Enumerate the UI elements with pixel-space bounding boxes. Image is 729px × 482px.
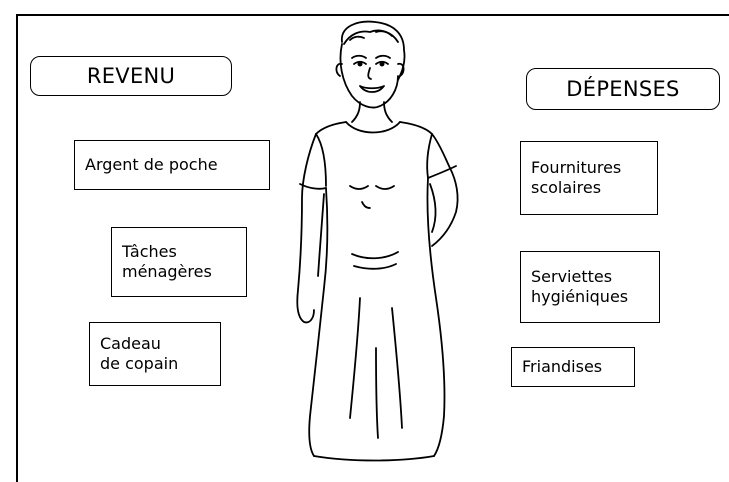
expense-item-sanitary-pads: Serviettes hygiéniques: [520, 251, 660, 323]
dress-chest-folds: [350, 186, 394, 208]
dress-right-side: [427, 178, 444, 456]
income-item-label: Cadeau de copain: [100, 334, 178, 374]
expense-item-school-supplies: Fournitures scolaires: [520, 141, 658, 215]
income-heading: REVENU: [30, 56, 232, 96]
income-item-label: Tâches ménagères: [122, 242, 212, 282]
expense-item-sweets: Friandises: [511, 347, 635, 387]
pupil-left: [358, 62, 361, 65]
income-item-pocket-money: Argent de poche: [74, 140, 270, 190]
face-outline: [340, 44, 398, 108]
arm-right-inner: [430, 184, 436, 232]
arm-right: [432, 134, 458, 246]
arm-left: [297, 134, 316, 322]
arm-left-inner: [318, 194, 324, 276]
expenses-heading-label: DÉPENSES: [566, 77, 679, 101]
expense-item-label: Friandises: [522, 357, 602, 377]
neckline: [346, 122, 400, 133]
dress-left-side: [309, 188, 327, 456]
income-item-boyfriend-gift: Cadeau de copain: [89, 322, 221, 386]
dress-hem: [314, 456, 434, 461]
hair-curls: [344, 30, 398, 44]
income-heading-label: REVENU: [87, 64, 175, 88]
girl-figure-illustration: [280, 18, 470, 464]
dress-skirt-folds: [350, 298, 402, 438]
expense-item-label: Fournitures scolaires: [531, 158, 621, 198]
nose: [368, 68, 371, 79]
dress-waist-folds: [352, 252, 398, 269]
shoulder-right: [400, 122, 432, 134]
income-item-label: Argent de poche: [85, 155, 218, 175]
expenses-heading: DÉPENSES: [526, 68, 720, 110]
income-item-chores: Tâches ménagères: [111, 227, 247, 297]
mouth: [360, 86, 384, 92]
neck: [352, 102, 392, 122]
expense-item-label: Serviettes hygiéniques: [531, 267, 628, 307]
eyebrows: [352, 56, 390, 58]
pupil-right: [380, 62, 383, 65]
shoulder-left: [316, 122, 346, 134]
